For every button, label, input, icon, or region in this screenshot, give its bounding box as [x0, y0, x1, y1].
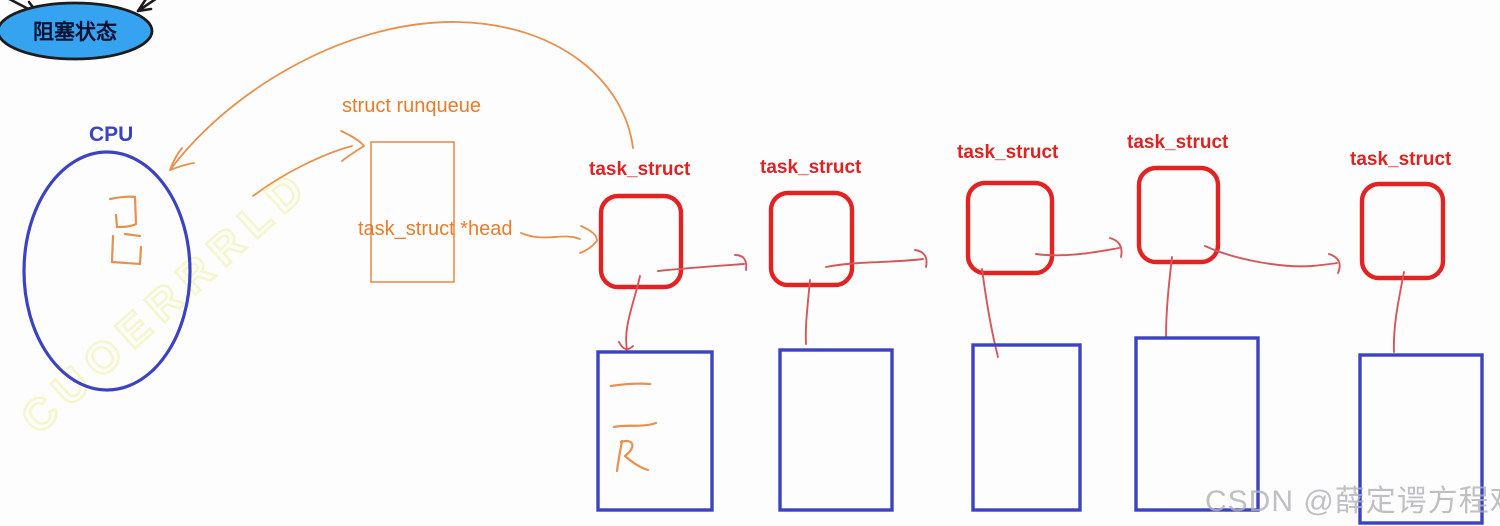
task-struct-box-2 [768, 190, 855, 288]
link-arrow-2-3 [825, 249, 928, 268]
memory-block-3 [971, 343, 1082, 512]
cpu-scribble-box-1 [108, 195, 138, 229]
task-struct-box-5 [1359, 181, 1446, 281]
runqueue-to-cpu-arc [169, 21, 634, 171]
task-struct-label-2: task_struct [760, 157, 862, 178]
drop-line-2 [804, 279, 811, 345]
runqueue-to-cpu-arrowhead [169, 147, 195, 171]
background-watermark: CUOERRRLD [12, 159, 321, 444]
scribble-r-glyph [615, 439, 650, 473]
task-struct-label-3: task_struct [957, 142, 1059, 163]
transition-arrow-right [136, 0, 157, 13]
blocked-state-ellipse [0, 1, 154, 61]
link-arrow-4-5 [1204, 245, 1341, 274]
cpu-task-scribbles [108, 195, 143, 266]
scribble-line-1 [609, 382, 652, 388]
csdn-watermark: CSDN @薛定谔方程难 [1205, 485, 1500, 518]
head-pointer-arrow [520, 232, 581, 240]
task-struct-box-1 [598, 193, 684, 290]
cpu-node: CPU [22, 123, 192, 392]
drop-line-4 [1165, 256, 1173, 338]
runqueue-title: struct runqueue [342, 95, 481, 117]
task-struct-box-4 [1136, 165, 1221, 265]
link-arrow-3-4 [1035, 237, 1123, 258]
head-pointer-arrowhead [579, 225, 598, 254]
memory-block-5 [1358, 353, 1484, 525]
cpu-scribble-box-2 [110, 232, 143, 266]
link-arrow-1-2 [657, 254, 748, 272]
runqueue-head-field: task_struct *head [358, 218, 513, 240]
cpu-to-runqueue-arrow [252, 145, 353, 197]
drop-line-1 [618, 275, 641, 351]
memory-block-2 [778, 348, 894, 512]
memory-block-1-scribbles [609, 382, 658, 473]
red-link-layer [618, 237, 1405, 358]
memory-blocks [596, 336, 1484, 525]
drop-line-5 [1392, 271, 1405, 353]
memory-block-1 [596, 350, 714, 512]
task-struct-box-3 [965, 180, 1055, 276]
task-struct-labels: task_struct task_struct task_struct task… [589, 132, 1452, 180]
orange-ink-layer [169, 21, 634, 283]
scribble-line-2 [612, 421, 658, 429]
task-struct-label-4: task_struct [1127, 132, 1229, 153]
task-struct-boxes [598, 165, 1446, 290]
cpu-ellipse [22, 150, 192, 392]
task-struct-label-1: task_struct [589, 159, 691, 180]
blocked-state-label: 阻塞状态 [33, 20, 117, 44]
cpu-label: CPU [89, 123, 133, 146]
runqueue-rect [370, 141, 455, 283]
task-struct-label-5: task_struct [1350, 149, 1452, 170]
memory-block-4 [1134, 336, 1260, 512]
drop-line-3 [981, 268, 999, 358]
cpu-to-runqueue-arrowhead [340, 130, 365, 162]
blocked-state-node: 阻塞状态 [0, 1, 154, 61]
